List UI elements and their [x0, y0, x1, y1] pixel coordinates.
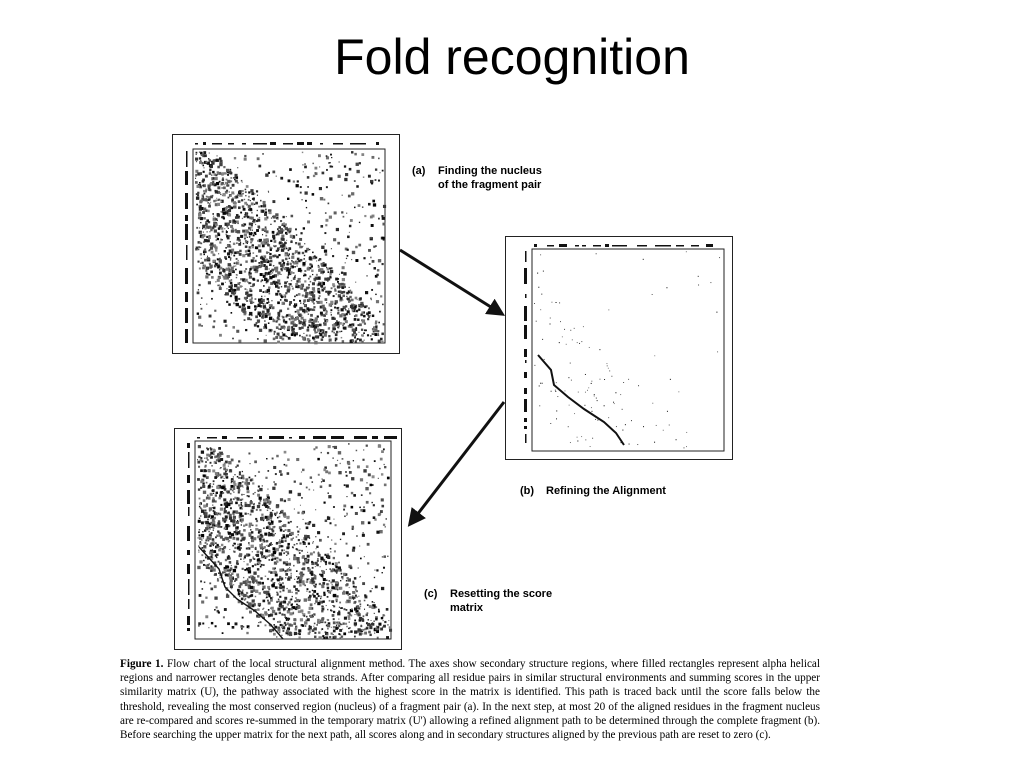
- secondary-structure-track-top: [534, 244, 713, 247]
- score-matrix-a: [185, 142, 387, 345]
- label-panel-c: (c)Resetting the score matrix: [424, 588, 553, 614]
- label-panel-b: (b)Refining the Alignment: [520, 485, 666, 497]
- secondary-structure-track-left: [185, 151, 188, 343]
- figure-caption: Figure 1. Flow chart of the local struct…: [120, 657, 820, 742]
- reset-path: [198, 546, 284, 640]
- score-dots: [534, 251, 721, 449]
- figure-label: Figure 1.: [120, 658, 164, 670]
- label-panel-a: (a)Finding the nucleus of the fragment p…: [412, 165, 542, 191]
- caption-text: Flow chart of the local structural align…: [120, 658, 820, 742]
- secondary-structure-track-left: [524, 251, 527, 443]
- refined-alignment-path: [537, 354, 625, 446]
- matrix-panel-c: [174, 428, 402, 650]
- secondary-structure-track-top: [197, 436, 397, 439]
- slide-title: Fold recognition: [334, 29, 690, 85]
- matrix-panel-b: [505, 236, 733, 460]
- score-matrix-c: [187, 436, 397, 640]
- score-dots: [195, 151, 387, 345]
- arrow-a-to-b: [399, 248, 506, 316]
- matrix-panel-a: [172, 134, 400, 354]
- secondary-structure-track-top: [195, 142, 379, 145]
- arrow-b-to-c: [407, 401, 506, 527]
- score-dots: [197, 443, 393, 640]
- score-matrix-b: [524, 244, 725, 452]
- secondary-structure-track-left: [187, 443, 190, 631]
